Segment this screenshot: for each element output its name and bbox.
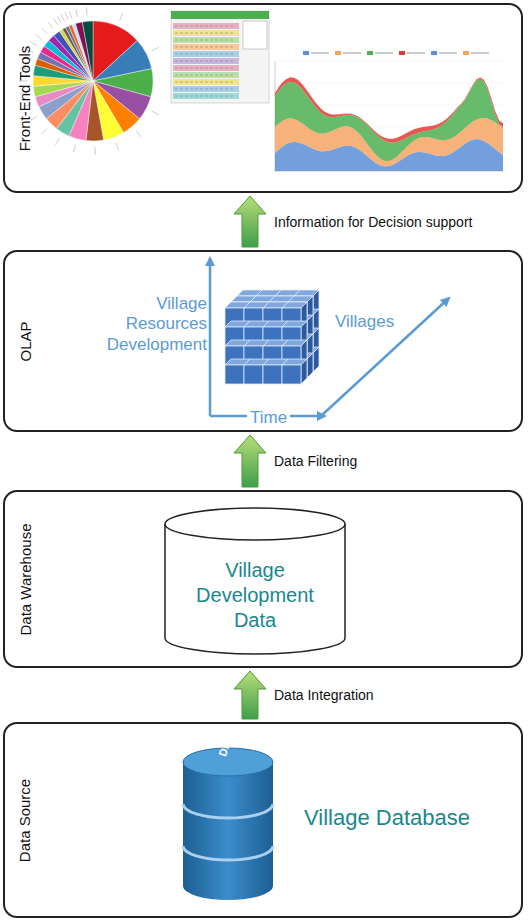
panel-heading: Data Source (17, 778, 34, 861)
olap-cube (210, 258, 449, 416)
table-image (171, 11, 269, 103)
flow-arrow (234, 196, 266, 247)
flow-arrow (234, 671, 266, 719)
olap-panel: OLAP Village Resources Development Village… (3, 250, 523, 432)
icon-text: DB (216, 739, 234, 758)
area-chart (275, 51, 503, 171)
front-end-panel: Front-End Tools (3, 3, 523, 193)
flow-arrow (234, 435, 266, 487)
panel-heading: Front-End Tools (17, 45, 34, 151)
axis-label: Villages (335, 312, 394, 332)
panel-heading: OLAP (17, 321, 34, 361)
database-node: Village Database DB (180, 738, 480, 906)
warehouse-cylinder: Village Development Data (163, 506, 347, 656)
warehouse-panel: Data Warehouse Village Development Data (3, 490, 523, 668)
axis-label: Time (247, 408, 290, 428)
cylinder-label: Village Development Data (185, 558, 325, 633)
axis-label: Village Resources Development (97, 294, 207, 355)
database-label: Village Database (298, 804, 476, 833)
database-icon (183, 748, 273, 900)
arrow-label: Data Filtering (274, 453, 357, 469)
panel-heading: Data Warehouse (17, 523, 34, 635)
cylinder-outline (163, 506, 347, 656)
source-panel: Data Source Village Database DB (3, 722, 523, 918)
front-end-charts (19, 7, 503, 171)
arrow-label: Data Integration (274, 687, 374, 703)
pie-chart (19, 7, 159, 155)
arrow-label: Information for Decision support (274, 214, 472, 230)
